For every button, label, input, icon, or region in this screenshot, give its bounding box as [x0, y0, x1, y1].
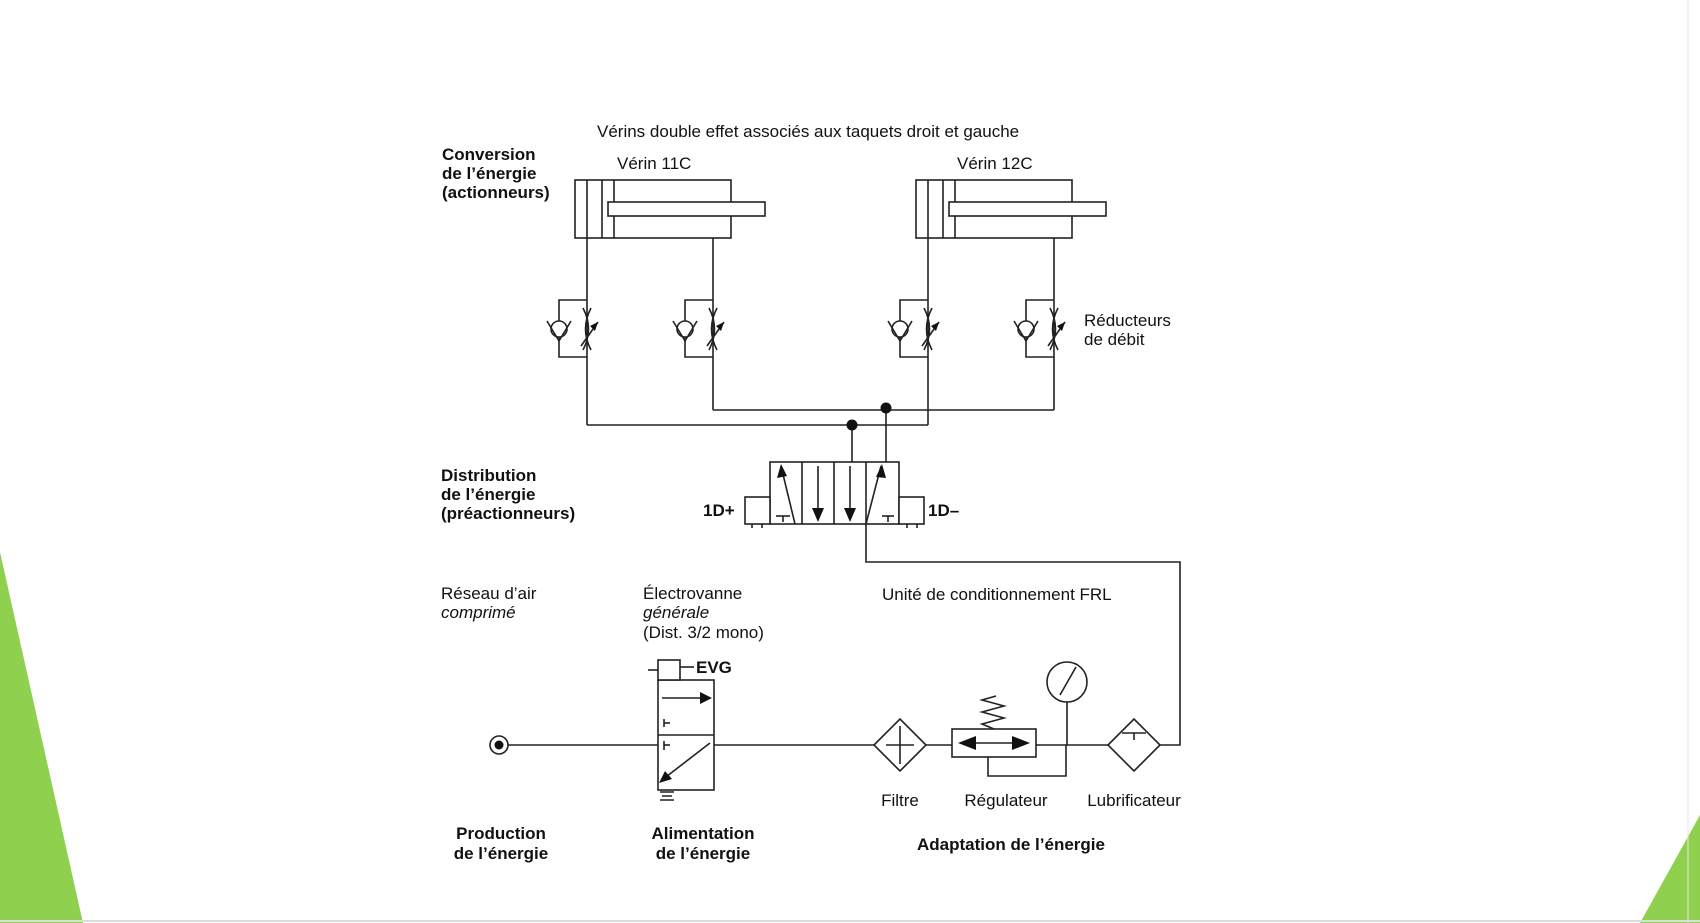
distribution-label-2: de l’énergie [441, 485, 535, 504]
conversion-label-2: de l’énergie [442, 164, 536, 183]
flow-reducer-icon [887, 299, 940, 358]
conversion-label-1: Conversion [442, 145, 536, 164]
distributor-5-2 [744, 461, 925, 528]
production-label-2: de l’énergie [454, 844, 548, 863]
flow-reducer-icon [1013, 299, 1066, 358]
frl-label: Unité de conditionnement FRL [882, 585, 1112, 604]
supply-line [865, 524, 1181, 746]
regulator-icon [951, 695, 1067, 777]
pressure-gauge-icon [1046, 661, 1088, 745]
junction-dot [880, 402, 892, 414]
diagram-title: Vérins double effet associés aux taquets… [597, 122, 1019, 141]
cylinder-11c-label: Vérin 11C [617, 154, 691, 173]
electrovanne-label-1: Électrovanne [643, 584, 742, 603]
reseau-label-2: comprimé [441, 603, 516, 622]
production-label-1: Production [456, 824, 546, 843]
reducers-label-2: de débit [1084, 330, 1145, 349]
reducers-label-1: Réducteurs [1084, 311, 1171, 330]
lubrificateur-label: Lubrificateur [1087, 791, 1181, 810]
solenoid-1d-minus-label: 1D– [928, 501, 959, 520]
green-triangle-right [1640, 815, 1700, 923]
lubricator-icon [1106, 717, 1162, 773]
cylinder-12c-label: Vérin 12C [957, 154, 1033, 173]
adaptation-label: Adaptation de l’énergie [917, 835, 1105, 854]
electrovanne-label-3: (Dist. 3/2 mono) [643, 623, 764, 642]
evg-label: EVG [696, 658, 732, 677]
alimentation-label-1: Alimentation [652, 824, 755, 843]
alimentation-label-2: de l’énergie [656, 844, 750, 863]
flow-reducer-icon [546, 299, 599, 358]
flow-reducer-icon [672, 299, 725, 358]
cylinder-11c [574, 179, 766, 239]
junction-dot [846, 419, 858, 431]
distribution-label-1: Distribution [441, 466, 536, 485]
filter-icon [872, 717, 928, 773]
conversion-label-3: (actionneurs) [442, 183, 550, 202]
filtre-label: Filtre [881, 791, 919, 810]
cylinder-lines [586, 238, 1055, 462]
reseau-label-1: Réseau d’air [441, 584, 537, 603]
air-source-icon [489, 735, 509, 755]
regulateur-label: Régulateur [964, 791, 1048, 810]
distribution-label-3: (préactionneurs) [441, 504, 575, 523]
electrovanne-label-2: générale [643, 603, 709, 622]
green-triangle-left [0, 552, 83, 923]
electrovalve-3-2 [648, 659, 715, 801]
solenoid-1d-plus-label: 1D+ [703, 501, 735, 520]
cylinder-12c [915, 179, 1107, 239]
